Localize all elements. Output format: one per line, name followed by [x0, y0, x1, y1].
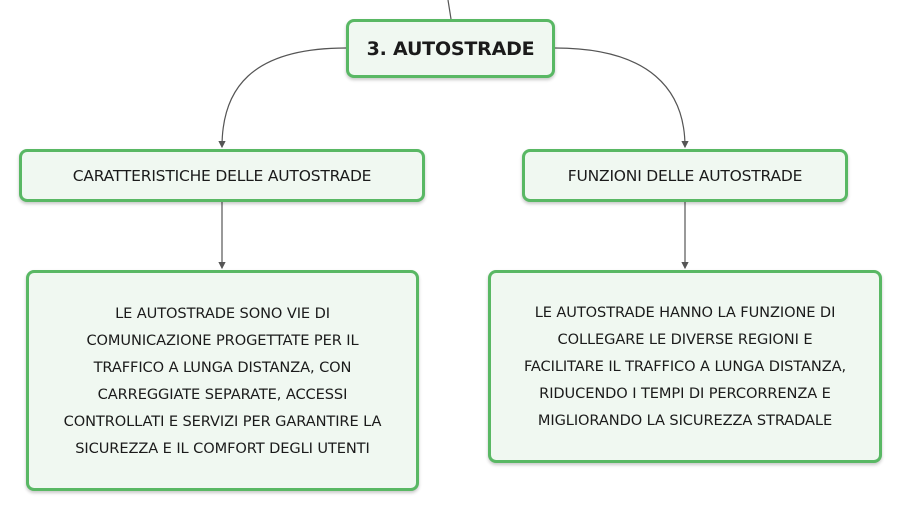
detail-node-text: LE AUTOSTRADE HANNO LA FUNZIONE DI COLLE…	[523, 304, 847, 429]
connector-parent-to-root	[447, 0, 452, 20]
root-node-label: 3. AUTOSTRADE	[366, 37, 535, 60]
detail-node-funzioni[interactable]: LE AUTOSTRADE HANNO LA FUNZIONE DI COLLE…	[488, 270, 882, 463]
detail-node-caratteristiche[interactable]: LE AUTOSTRADE SONO VIE DI COMUNICAZIONE …	[26, 270, 419, 491]
root-node-autostrade[interactable]: 3. AUTOSTRADE	[346, 19, 555, 78]
connector-root-to-left-branch	[218, 47, 347, 149]
branch-node-funzioni[interactable]: FUNZIONI DELLE AUTOSTRADE	[522, 149, 848, 202]
branch-node-caratteristiche[interactable]: CARATTERISTICHE DELLE AUTOSTRADE	[19, 149, 425, 202]
branch-node-label: FUNZIONI DELLE AUTOSTRADE	[567, 166, 803, 185]
branch-node-label: CARATTERISTICHE DELLE AUTOSTRADE	[72, 166, 372, 185]
connector-root-to-right-branch	[554, 47, 689, 149]
detail-node-text: LE AUTOSTRADE SONO VIE DI COMUNICAZIONE …	[63, 304, 382, 457]
